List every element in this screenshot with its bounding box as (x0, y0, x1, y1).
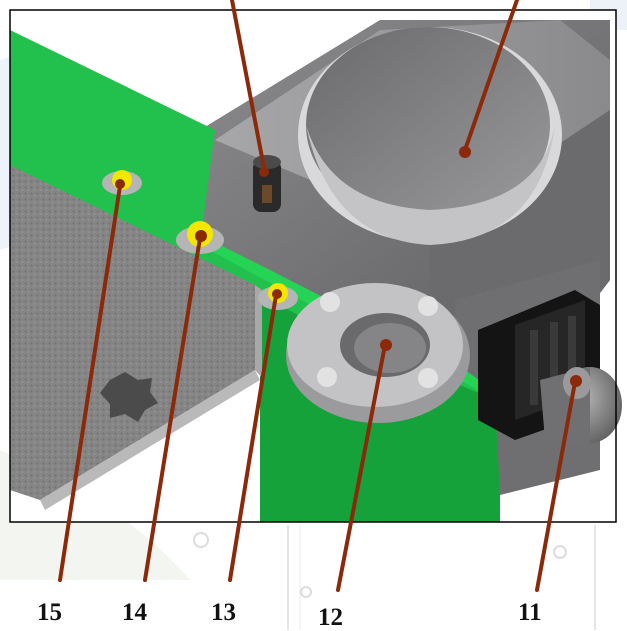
leader-line-13 (228, 293, 278, 582)
leader-line-15 (58, 184, 122, 582)
photo-frame (9, 9, 617, 523)
callout-label-13: 13 (211, 599, 236, 626)
callout-label-15: 15 (37, 599, 62, 626)
leader-line-top-left (230, 0, 266, 170)
black-knob (253, 155, 281, 212)
leader-tip-top-left (259, 167, 269, 177)
leader-tip-15 (115, 179, 125, 189)
leader-line-11 (535, 380, 577, 592)
mesh-tray (10, 165, 262, 510)
flange-plate (286, 283, 470, 423)
leader-tip-13 (272, 289, 282, 299)
callout-label-14: 14 (122, 599, 147, 626)
leader-tip-14 (195, 230, 207, 242)
leader-line-14 (143, 236, 202, 582)
leader-tip-12 (380, 339, 392, 351)
leader-tip-top-right (459, 146, 471, 158)
machine-render (9, 9, 622, 523)
callout-label-12: 12 (318, 604, 343, 631)
leader-lines (58, 0, 577, 592)
leader-tip-11 (570, 375, 582, 387)
leader-line-12 (336, 343, 387, 592)
leader-tips (115, 146, 582, 387)
leader-line-top-right (463, 0, 519, 152)
callout-label-11: 11 (518, 599, 542, 626)
